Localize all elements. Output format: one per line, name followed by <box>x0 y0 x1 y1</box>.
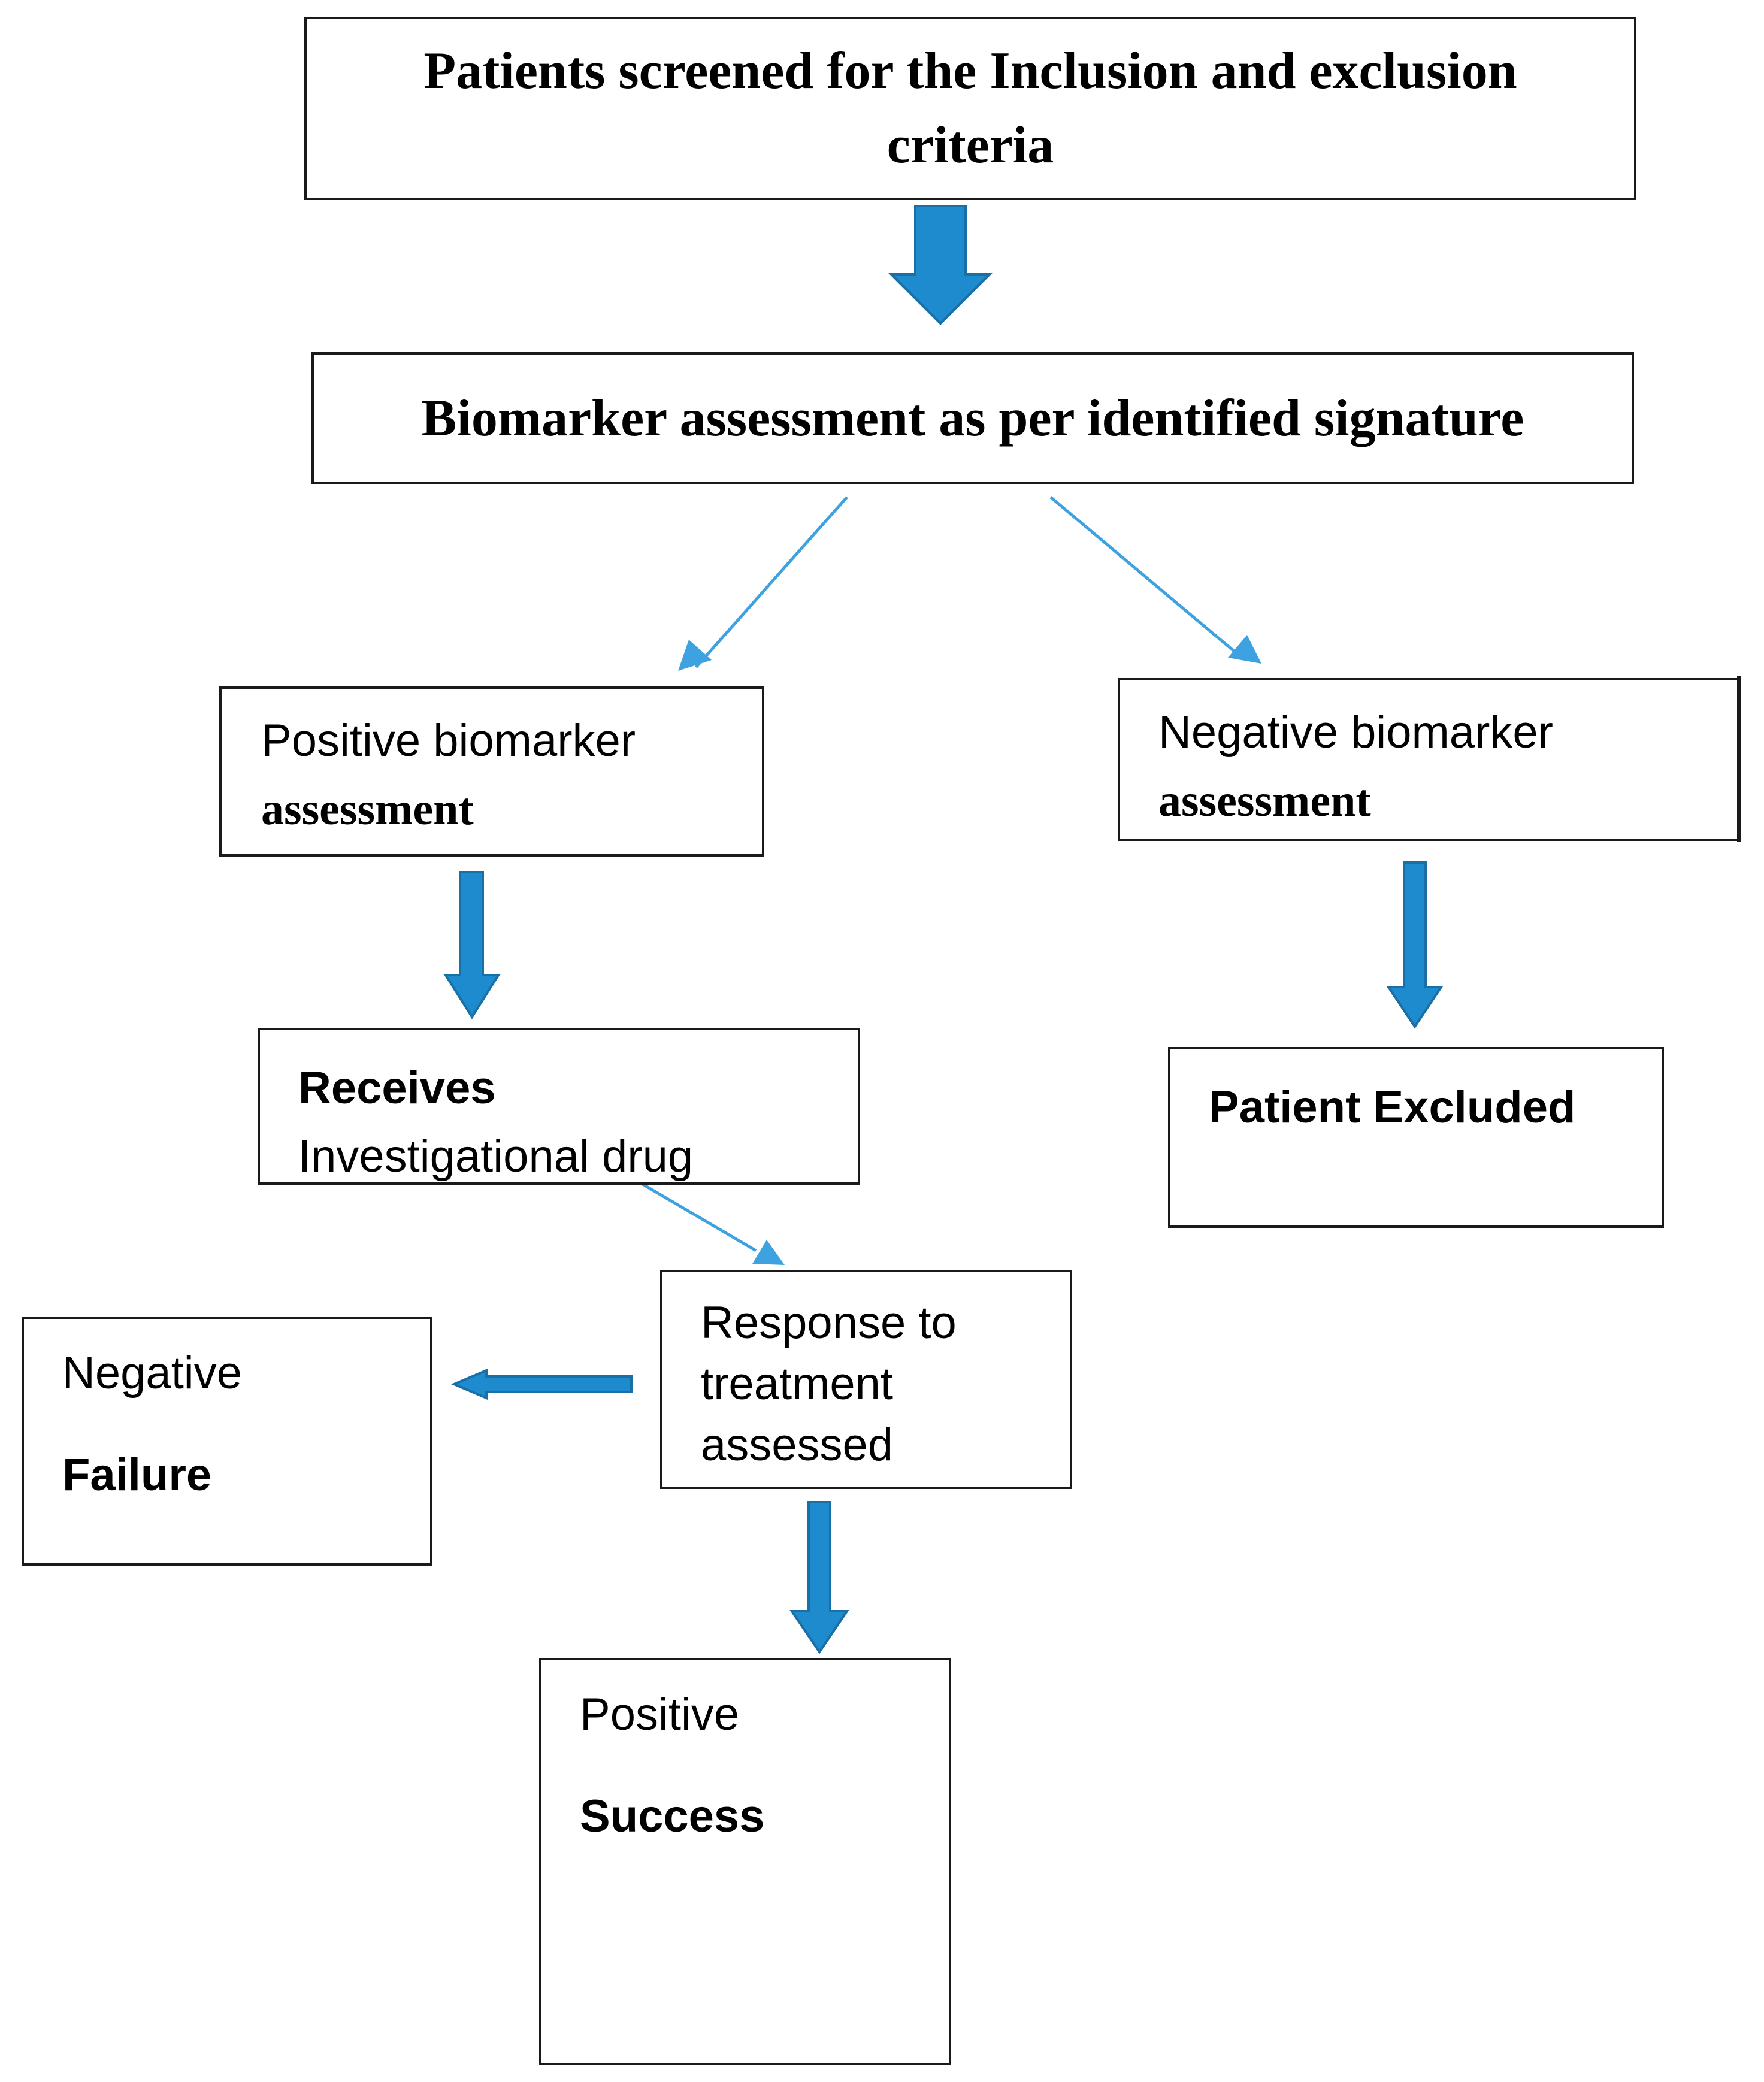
receives-line-2: Investigational drug <box>298 1131 694 1182</box>
response-assessed-box: Response to treatment assessed <box>660 1270 1072 1489</box>
positive-biomarker-box: Positive biomarker assessment <box>219 686 764 857</box>
arrow-biomarker-to-negative <box>1049 496 1261 664</box>
arrow-response-to-success <box>789 1501 849 1654</box>
receives-line-1: Receives <box>298 1063 496 1113</box>
screening-box: Patients screened for the Inclusion and … <box>304 17 1636 200</box>
negative-biomarker-box-edge <box>1737 676 1741 842</box>
positive-biomarker-line-2: assessment <box>261 784 474 834</box>
arrow-response-to-failure <box>450 1368 633 1400</box>
negative-biomarker-line-1: Negative biomarker <box>1158 707 1553 758</box>
receives-drug-box: Receives Investigational drug <box>258 1028 860 1185</box>
patient-excluded-box: Patient Excluded <box>1168 1047 1664 1228</box>
response-line-3: assessed <box>701 1420 894 1470</box>
negative-biomarker-line-2: assessment <box>1158 776 1371 826</box>
failure-box: Negative Failure <box>22 1317 432 1566</box>
success-box: Positive Success <box>539 1658 951 2065</box>
success-spacer <box>580 1749 949 1783</box>
negative-biomarker-box: Negative biomarker assessment <box>1118 678 1741 841</box>
response-line-2: treatment <box>701 1358 894 1409</box>
success-line-1: Positive <box>580 1689 740 1740</box>
failure-line-1: Negative <box>62 1348 242 1399</box>
response-line-1: Response to <box>701 1297 957 1348</box>
screening-line-2: criteria <box>886 116 1054 174</box>
positive-biomarker-line-1: Positive biomarker <box>261 715 636 766</box>
failure-line-2: Failure <box>62 1449 212 1500</box>
biomarker-assessment-text: Biomarker assessment as per identified s… <box>421 389 1524 447</box>
screening-line-1: Patients screened for the Inclusion and … <box>423 42 1517 100</box>
biomarker-assessment-box: Biomarker assessment as per identified s… <box>311 352 1634 484</box>
success-line-2: Success <box>580 1791 765 1842</box>
arrow-screening-to-biomarker <box>888 205 993 325</box>
arrow-negative-to-excluded <box>1386 861 1444 1029</box>
arrow-biomarker-to-positive <box>678 496 848 671</box>
arrow-positive-to-receives <box>443 871 501 1019</box>
failure-spacer <box>62 1408 430 1441</box>
patient-excluded-text: Patient Excluded <box>1209 1082 1576 1133</box>
arrow-receives-to-response <box>630 1176 785 1265</box>
